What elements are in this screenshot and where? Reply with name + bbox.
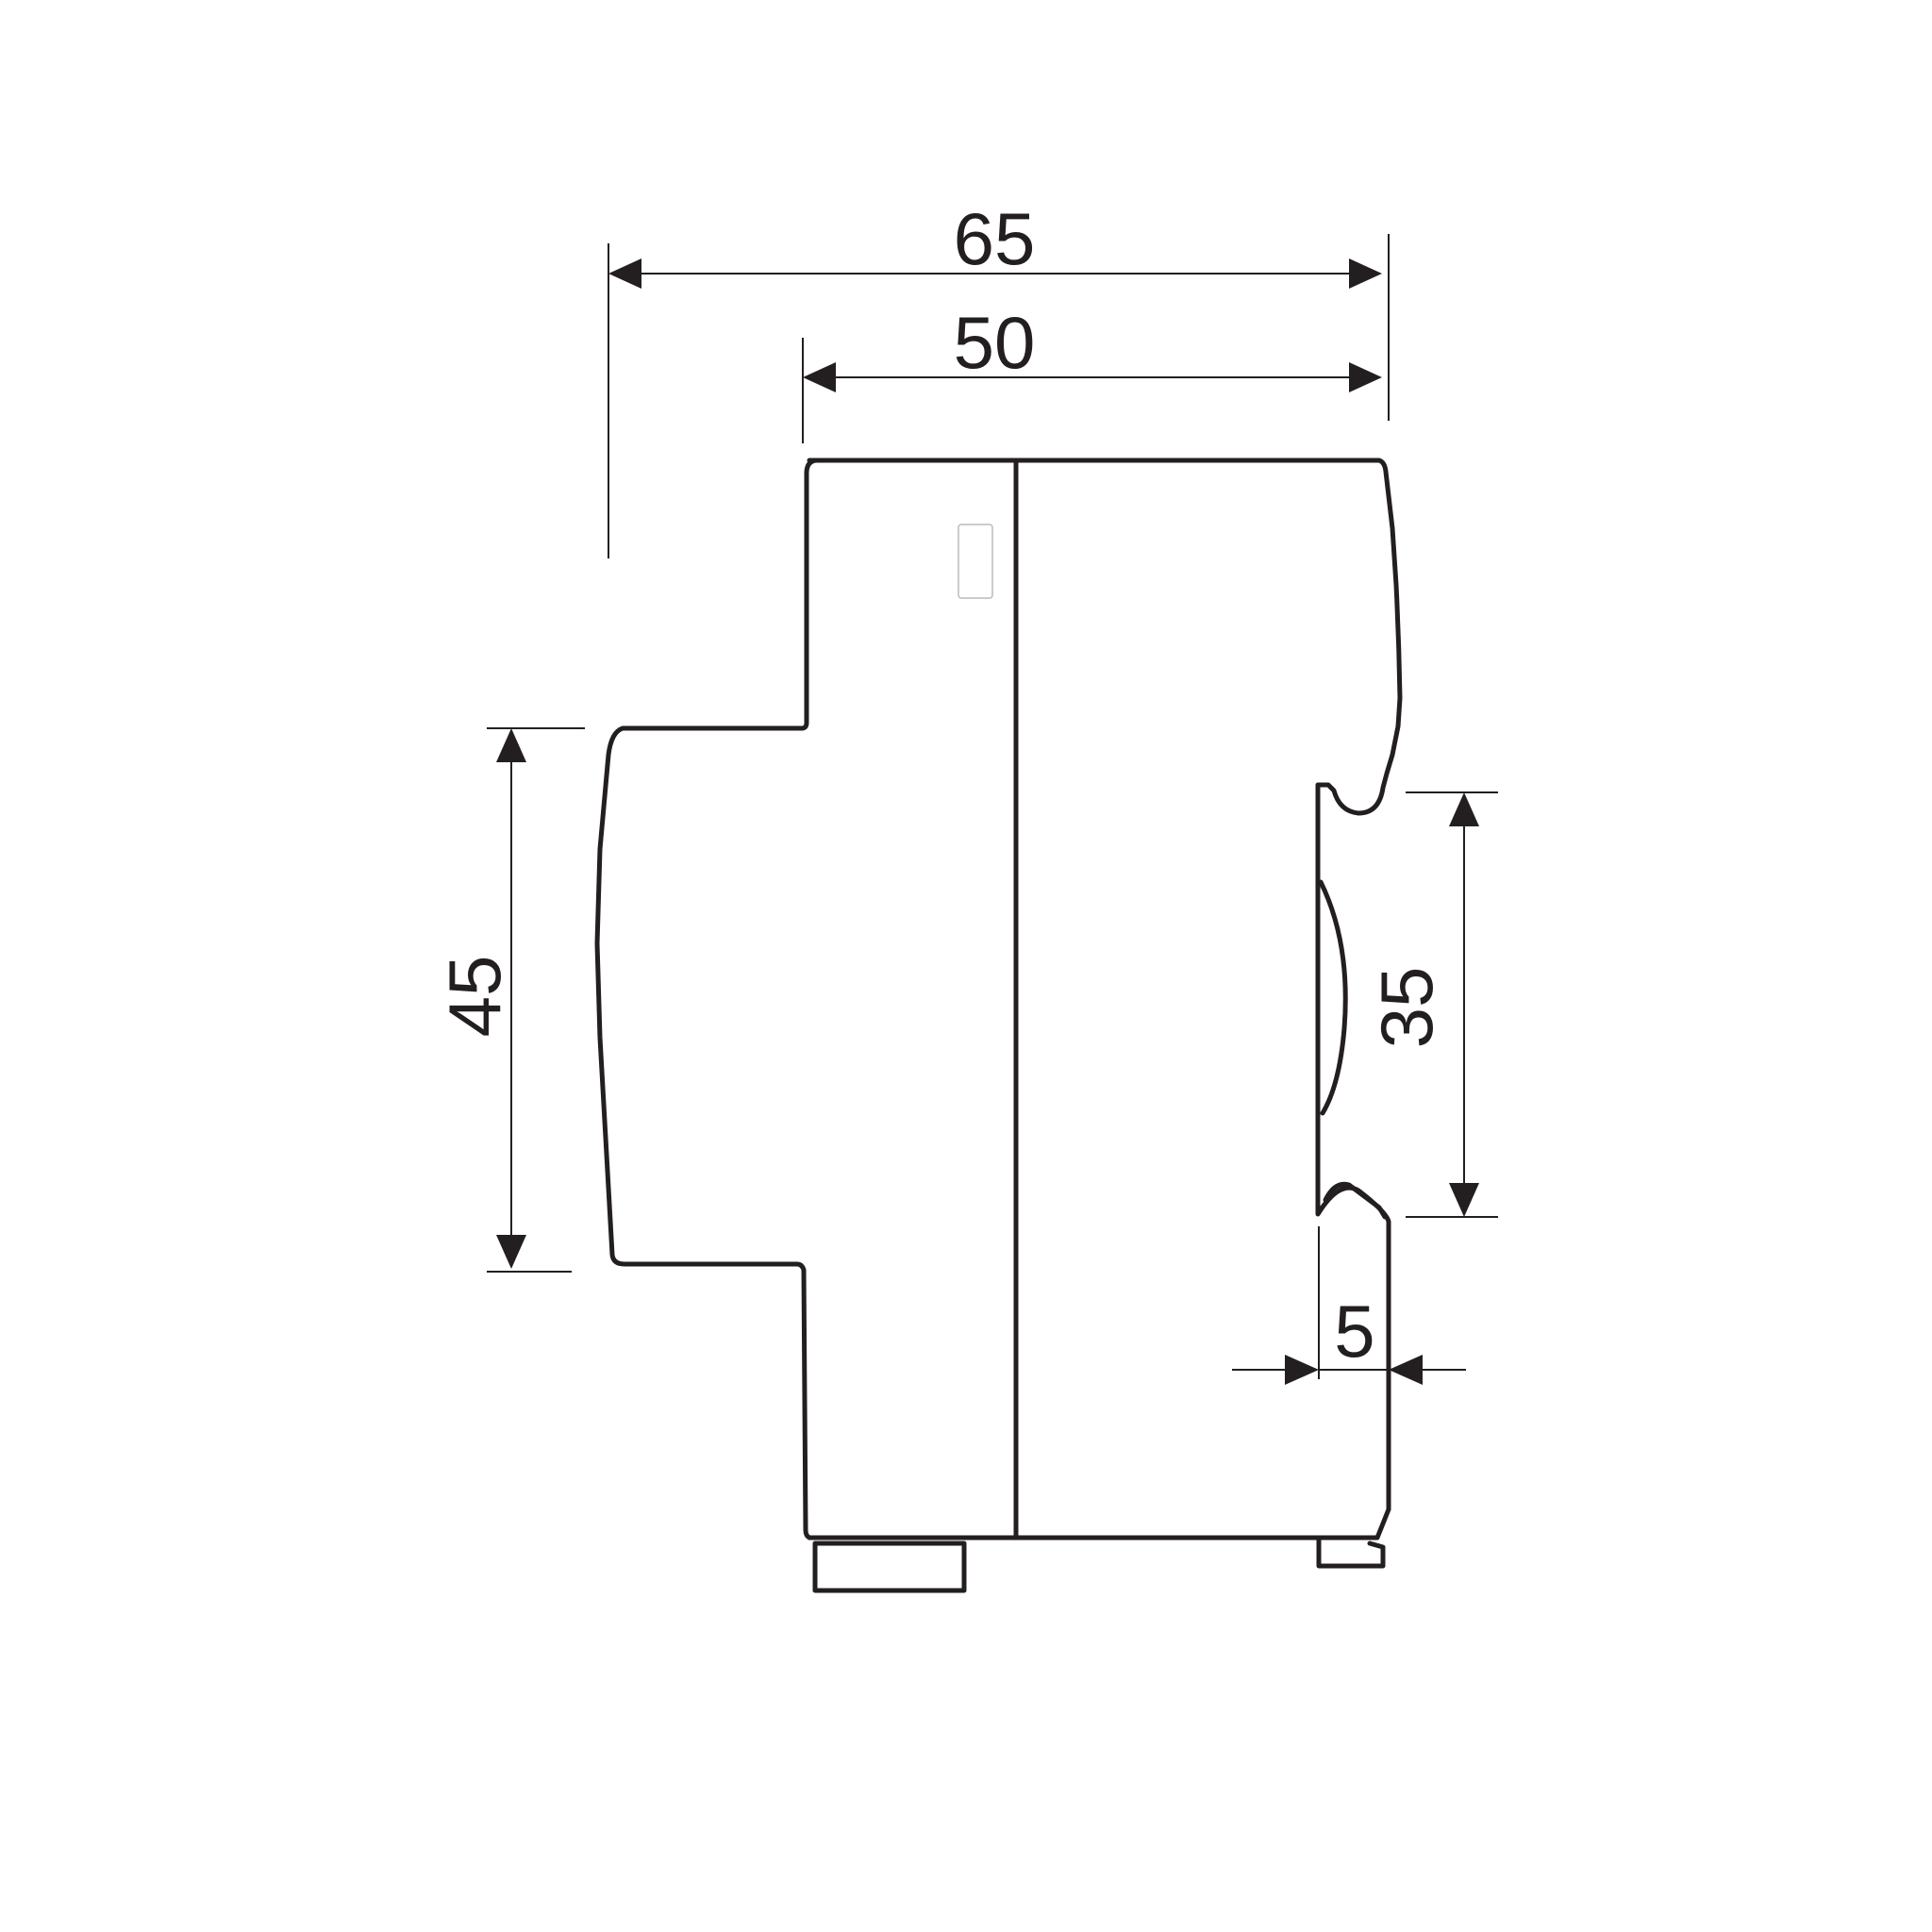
arrowhead-50-right xyxy=(1349,362,1382,392)
arrowhead-5-right xyxy=(1389,1355,1423,1385)
rail-recess-bulge xyxy=(1318,879,1348,1116)
dimension-65: 65 xyxy=(608,197,1390,558)
dimension-50: 50 xyxy=(802,301,1382,443)
dimension-35: 35 xyxy=(1365,791,1498,1218)
device-body-outline xyxy=(594,458,1403,1541)
device-outline xyxy=(594,458,1403,1593)
arrowhead-45-top xyxy=(496,728,526,762)
dimension-label-65: 65 xyxy=(954,197,1036,280)
indicator-window xyxy=(958,524,993,599)
arrowhead-35-bottom xyxy=(1449,1183,1479,1217)
arrowhead-5-left xyxy=(1285,1355,1319,1385)
arrowhead-65-left xyxy=(608,258,641,289)
arrowhead-65-right xyxy=(1349,258,1382,289)
arrowhead-35-top xyxy=(1449,792,1479,826)
arrowhead-50-left xyxy=(803,362,836,392)
bottom-latch-tab xyxy=(1316,1535,1386,1569)
dimension-label-5: 5 xyxy=(1334,1290,1374,1373)
dimension-45: 45 xyxy=(433,727,585,1273)
dimension-label-50: 50 xyxy=(954,301,1036,384)
lower-clip-detail xyxy=(1323,1181,1388,1220)
dimension-label-35: 35 xyxy=(1365,967,1448,1049)
dimension-label-45: 45 xyxy=(433,956,516,1038)
dimension-5: 5 xyxy=(1232,1226,1466,1385)
arrowhead-45-bottom xyxy=(496,1235,526,1269)
bottom-terminal-block xyxy=(812,1541,967,1593)
